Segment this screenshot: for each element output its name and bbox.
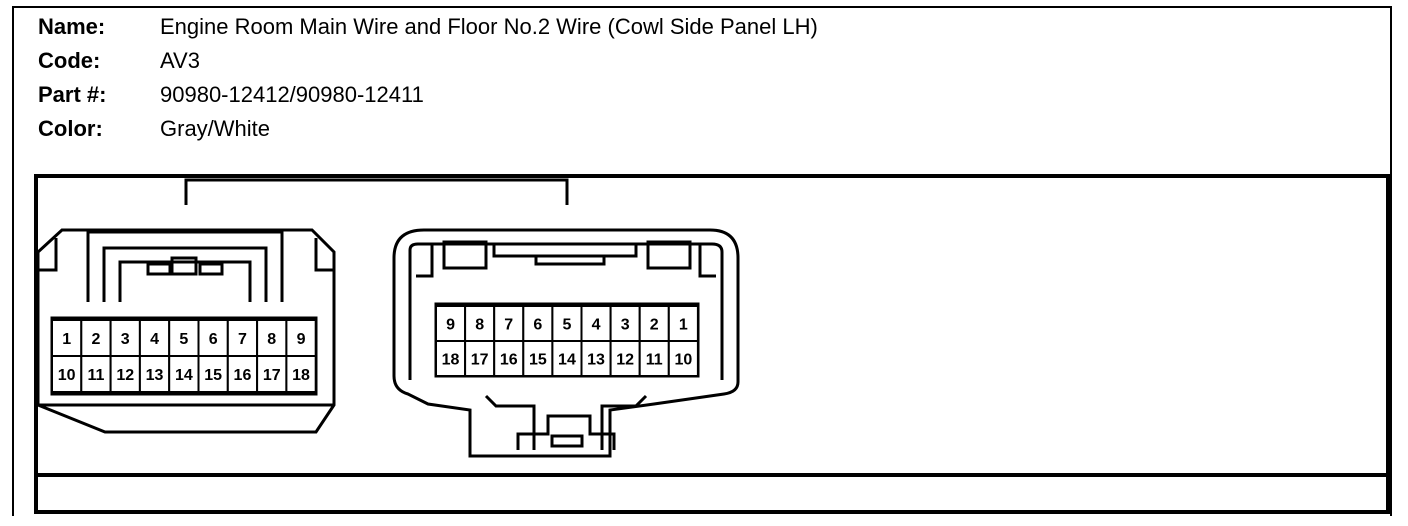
right-pin-label-16: 16 bbox=[500, 352, 518, 369]
left-pin-label-12: 12 bbox=[116, 367, 134, 384]
right-pin-cell-12 bbox=[609, 340, 641, 377]
left-pin-cell-12 bbox=[109, 355, 141, 393]
connector-info-frame bbox=[12, 6, 1392, 516]
right-pin-label-17: 17 bbox=[471, 352, 489, 369]
left-pin-label-13: 13 bbox=[146, 367, 164, 384]
right-pin-label-18: 18 bbox=[442, 352, 460, 369]
left-pin-label-8: 8 bbox=[267, 331, 276, 348]
left-pin-label-14: 14 bbox=[175, 367, 193, 384]
right-pin-cell-18 bbox=[435, 340, 467, 377]
color-value: Gray/White bbox=[160, 116, 271, 141]
left-pin-label-16: 16 bbox=[234, 367, 252, 384]
left-pin-cell-17 bbox=[256, 355, 288, 393]
left-pin-cell-5 bbox=[168, 319, 200, 357]
left-pin-cell-16 bbox=[226, 355, 259, 393]
right-pin-label-10: 10 bbox=[674, 352, 692, 369]
left-pin-label-4: 4 bbox=[150, 331, 159, 348]
right-pin-cell-11 bbox=[638, 340, 670, 377]
left-pin-label-9: 9 bbox=[297, 331, 306, 348]
left-pin-label-18: 18 bbox=[292, 367, 310, 384]
right-pin-label-11: 11 bbox=[646, 352, 663, 369]
left-pin-cell-8 bbox=[256, 319, 288, 357]
left-pin-label-5: 5 bbox=[179, 331, 188, 348]
right-pin-label-7: 7 bbox=[504, 317, 513, 334]
left-pin-label-10: 10 bbox=[58, 367, 76, 384]
right-pin-cell-17 bbox=[464, 340, 496, 377]
right-pin-cell-10 bbox=[667, 340, 699, 377]
code-label: Code: bbox=[38, 48, 101, 73]
left-pin-label-2: 2 bbox=[91, 331, 100, 348]
left-pin-label-3: 3 bbox=[121, 331, 130, 348]
right-pin-label-1: 1 bbox=[679, 317, 688, 334]
left-pin-label-7: 7 bbox=[238, 331, 247, 348]
left-pin-cell-13 bbox=[138, 355, 171, 393]
right-pin-cell-5 bbox=[551, 305, 583, 342]
left-pin-label-1: 1 bbox=[62, 331, 71, 348]
right-pin-cell-14 bbox=[551, 340, 583, 377]
part-value: 90980-12412/90980-12411 bbox=[160, 82, 424, 107]
right-pin-label-12: 12 bbox=[616, 352, 634, 369]
left-pin-label-6: 6 bbox=[209, 331, 218, 348]
color-label: Color: bbox=[38, 116, 103, 141]
left-pin-cell-14 bbox=[168, 355, 200, 393]
right-pin-label-13: 13 bbox=[587, 352, 605, 369]
diagram-bottom-divider bbox=[34, 473, 1390, 477]
right-pin-cell-13 bbox=[580, 340, 612, 377]
part-label: Part #: bbox=[38, 82, 107, 107]
right-pin-label-15: 15 bbox=[529, 352, 547, 369]
right-pin-label-4: 4 bbox=[592, 317, 601, 334]
right-connector-body bbox=[392, 228, 740, 458]
connector-bracket bbox=[184, 178, 569, 205]
right-pin-label-9: 9 bbox=[446, 317, 455, 334]
name-label: Name: bbox=[38, 14, 106, 39]
left-pin-cell-18 bbox=[285, 355, 317, 393]
right-pin-label-2: 2 bbox=[650, 317, 659, 334]
name-value: Engine Room Main Wire and Floor No.2 Wir… bbox=[160, 14, 818, 39]
left-pin-cell-3 bbox=[109, 319, 141, 357]
left-pin-label-11: 11 bbox=[87, 367, 104, 384]
right-pin-label-5: 5 bbox=[562, 317, 571, 334]
right-pin-label-3: 3 bbox=[621, 317, 630, 334]
right-pin-label-6: 6 bbox=[533, 317, 542, 334]
left-pin-cell-1 bbox=[51, 319, 83, 357]
left-pin-label-17: 17 bbox=[263, 367, 281, 384]
left-pin-cell-6 bbox=[197, 319, 229, 357]
right-pin-label-14: 14 bbox=[558, 352, 576, 369]
left-pin-cell-10 bbox=[51, 355, 83, 393]
right-connector-pins: 9 8 7 6 5 4 3 2 1 18 17 16 15 14 13 12 11 10 bbox=[435, 305, 699, 377]
left-pin-label-15: 15 bbox=[204, 367, 222, 384]
code-value: AV3 bbox=[160, 48, 200, 73]
right-pin-label-8: 8 bbox=[475, 317, 484, 334]
